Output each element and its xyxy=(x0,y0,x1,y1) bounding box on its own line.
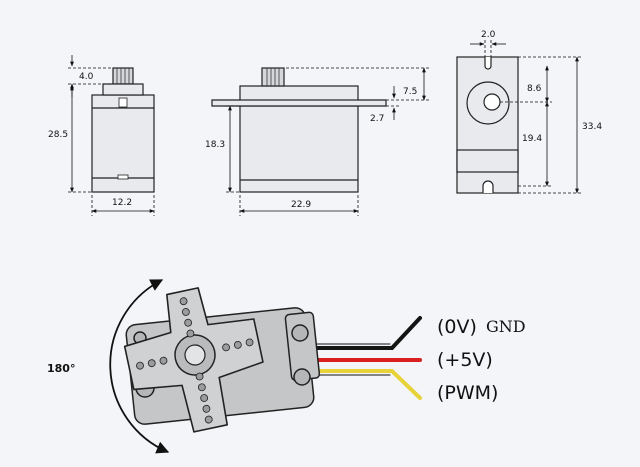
back-view xyxy=(456,56,519,194)
dim-side-top: 4.0 xyxy=(79,72,94,82)
back-view-body xyxy=(456,56,519,194)
wire-gnd xyxy=(304,316,422,350)
dim-back-total: 33.4 xyxy=(582,122,602,132)
front-view xyxy=(211,67,387,193)
front-view-top-cap xyxy=(239,85,359,101)
dim-back-shaft: 2.0 xyxy=(481,30,496,40)
side-view xyxy=(91,67,155,193)
wire-label-0v: (0V) xyxy=(437,316,477,338)
front-view-flange xyxy=(211,99,387,107)
wire-label-gnd: (0V) GND xyxy=(437,316,526,338)
dim-front-top: 7.5 xyxy=(403,87,417,97)
back-view-output-shaft xyxy=(483,93,501,111)
wire-label-pwm: (PWM) xyxy=(437,382,498,404)
side-view-dimensions xyxy=(68,55,155,216)
dim-side-width: 12.2 xyxy=(112,198,132,208)
horn-screw xyxy=(184,344,206,366)
front-view-shaft xyxy=(261,67,285,87)
mount-hole-right-top xyxy=(291,324,309,342)
side-view-shaft xyxy=(112,67,134,85)
side-view-top-cap xyxy=(102,83,144,96)
back-view-top-slot xyxy=(484,57,492,70)
dim-back-lower: 19.4 xyxy=(522,134,542,144)
dim-side-height: 28.5 xyxy=(48,130,68,140)
mount-hole-right-bottom xyxy=(293,368,311,386)
rotation-arc xyxy=(109,279,170,454)
dim-front-body-height: 18.3 xyxy=(205,140,225,150)
front-view-body xyxy=(239,105,359,193)
wire-pwm xyxy=(304,369,422,400)
wires xyxy=(304,316,422,400)
dim-back-upper: 8.6 xyxy=(527,84,542,94)
side-view-cable-exit xyxy=(117,174,129,180)
wire-label-5v: (+5V) xyxy=(437,349,493,371)
rotation-angle-label: 180° xyxy=(47,362,75,375)
dim-front-flange: 2.7 xyxy=(370,114,384,124)
servo-horn xyxy=(123,287,264,433)
back-view-mount-tab xyxy=(456,149,519,173)
back-view-bottom-slot xyxy=(482,180,494,193)
front-view-dimensions xyxy=(226,67,430,216)
back-view-dimensions xyxy=(470,40,582,194)
wire-label-gnd-suffix: GND xyxy=(486,317,526,336)
dim-front-width: 22.9 xyxy=(291,200,311,210)
